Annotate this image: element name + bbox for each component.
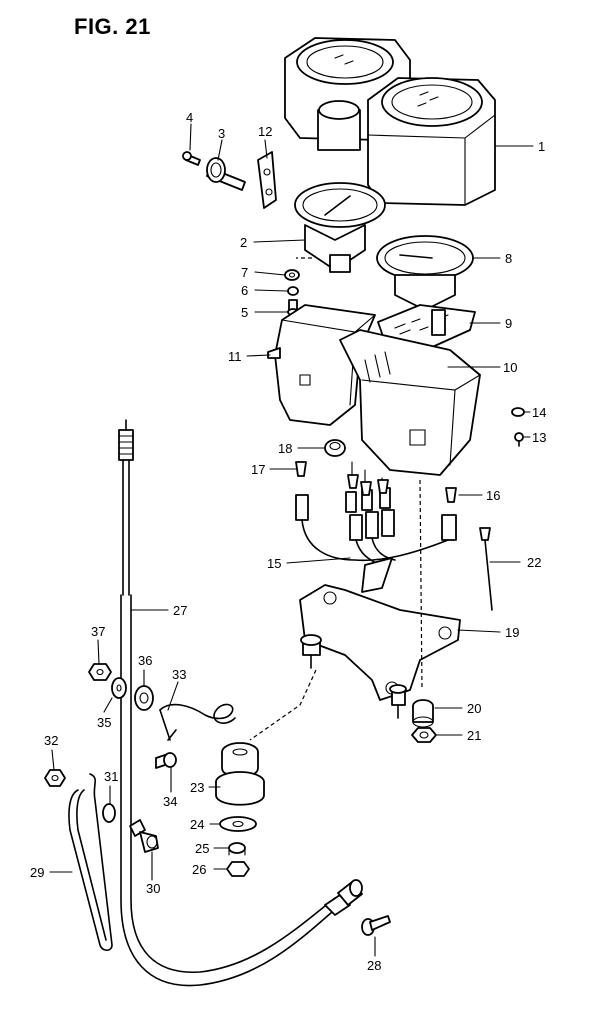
callout-34: 34 xyxy=(163,794,177,809)
callout-6: 6 xyxy=(241,283,248,298)
terminal-part-17 xyxy=(295,461,307,477)
callout-2: 2 xyxy=(240,235,247,250)
callout-10: 10 xyxy=(503,360,517,375)
callout-8: 8 xyxy=(505,251,512,266)
washer-part-35 xyxy=(111,677,127,699)
callout-11: 11 xyxy=(228,349,242,364)
bolt-part-30 xyxy=(129,819,159,853)
callout-labels: 1 2 3 4 5 6 7 8 9 10 11 12 13 14 15 16 1… xyxy=(30,110,546,973)
callout-4: 4 xyxy=(186,110,193,125)
callout-21: 21 xyxy=(467,728,481,743)
washer-part-14 xyxy=(511,407,525,417)
grommet-part-20 xyxy=(412,699,434,728)
cushion-part-23 xyxy=(215,742,265,806)
meter-dial-part-8 xyxy=(376,235,474,311)
figure-title: FIG. 21 xyxy=(74,14,151,39)
mounting-bracket-part-19 xyxy=(299,584,461,719)
lower-case-part-11 xyxy=(267,304,481,476)
callout-13: 13 xyxy=(532,430,546,445)
callout-32: 32 xyxy=(44,733,58,748)
spring-clip-part-33 xyxy=(159,703,236,741)
bulb-harness-part-15 xyxy=(295,461,457,593)
collar-part-25 xyxy=(228,842,246,856)
washer-part-31 xyxy=(102,803,116,823)
cable-guide-part-29 xyxy=(68,773,113,952)
screw-part-13 xyxy=(514,432,524,447)
screw-part-4 xyxy=(182,151,201,166)
screw-part-34 xyxy=(155,752,177,769)
callout-36: 36 xyxy=(138,653,152,668)
callout-27: 27 xyxy=(173,603,187,618)
nut-part-32 xyxy=(44,769,66,787)
callout-9: 9 xyxy=(505,316,512,331)
grommet-part-18 xyxy=(324,439,346,457)
callout-28: 28 xyxy=(367,958,381,973)
callout-35: 35 xyxy=(97,715,111,730)
callout-26: 26 xyxy=(192,862,206,877)
nut-part-21 xyxy=(411,727,437,743)
meter-housing-part-1 xyxy=(284,37,496,206)
callout-15: 15 xyxy=(267,556,281,571)
callout-12: 12 xyxy=(258,124,272,139)
callout-19: 19 xyxy=(505,625,519,640)
assembly-lines xyxy=(249,479,423,741)
callout-23: 23 xyxy=(190,780,204,795)
callout-1: 1 xyxy=(538,139,545,154)
callout-30: 30 xyxy=(146,881,160,896)
screw-part-28 xyxy=(361,915,391,936)
callout-22: 22 xyxy=(527,555,541,570)
nut-part-26 xyxy=(226,861,250,877)
washer-part-7 xyxy=(284,269,300,281)
washer-part-24 xyxy=(219,816,257,832)
bracket-plate-part-12 xyxy=(257,151,277,209)
callout-29: 29 xyxy=(30,865,44,880)
callout-17: 17 xyxy=(251,462,265,477)
knob-shaft-part-3 xyxy=(206,157,246,191)
callout-20: 20 xyxy=(467,701,481,716)
callout-3: 3 xyxy=(218,126,225,141)
nut-part-6 xyxy=(287,286,299,296)
callout-16: 16 xyxy=(486,488,500,503)
leader-lines xyxy=(49,123,534,957)
nut-part-37 xyxy=(88,663,112,681)
callout-18: 18 xyxy=(278,441,292,456)
callout-14: 14 xyxy=(532,405,546,420)
terminal-part-16 xyxy=(445,487,457,503)
callout-5: 5 xyxy=(241,305,248,320)
callout-25: 25 xyxy=(195,841,209,856)
callout-31: 31 xyxy=(104,769,118,784)
meter-movement-part-2 xyxy=(294,182,386,273)
cable-tie-part-22 xyxy=(479,527,493,611)
callout-7: 7 xyxy=(241,265,248,280)
washer-part-36 xyxy=(134,685,154,711)
speedometer-cable-part-27 xyxy=(118,419,363,987)
circuit-plate-part-9 xyxy=(377,304,476,349)
callout-24: 24 xyxy=(190,817,204,832)
callout-33: 33 xyxy=(172,667,186,682)
callout-37: 37 xyxy=(91,624,105,639)
